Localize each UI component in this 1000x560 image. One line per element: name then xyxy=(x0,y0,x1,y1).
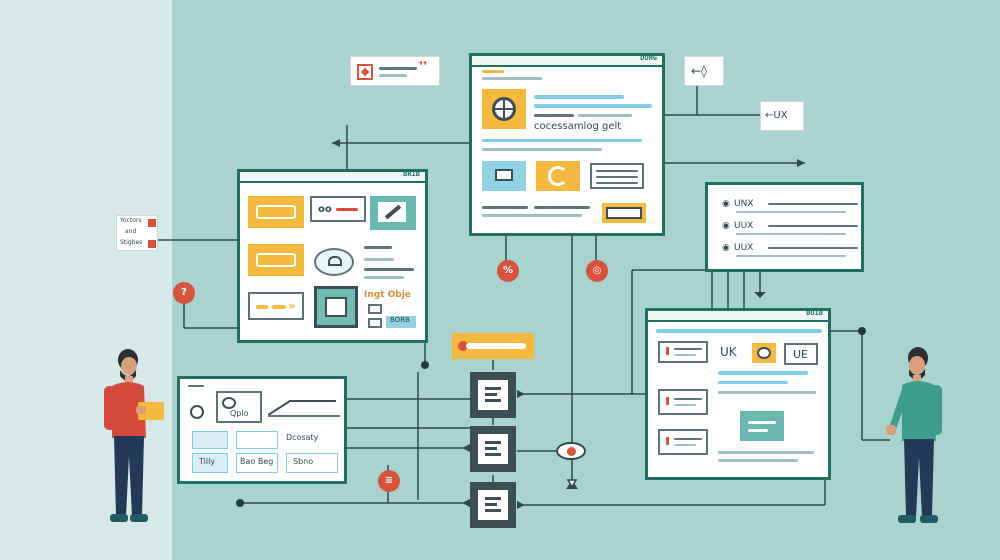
bottom-left-window: Qplo Dcosaty Tilly Bao Beg Sbno xyxy=(177,376,347,484)
main-window-title: DUHG xyxy=(640,54,657,62)
list-item[interactable]: ◉ UUX xyxy=(722,243,858,265)
pin-icon: ◉ xyxy=(722,221,730,231)
preview-card[interactable] xyxy=(740,411,784,441)
pin-icon: ◉ xyxy=(722,243,730,253)
back-arrow-icon: ←UX xyxy=(765,110,788,121)
settings-icon[interactable] xyxy=(190,405,204,419)
back-tag-2[interactable]: ←UX xyxy=(760,101,804,131)
main-heading: cocessamlog gelt xyxy=(534,121,622,132)
person-right-illustration xyxy=(886,347,942,523)
node-dot xyxy=(858,327,866,335)
node-dot xyxy=(421,361,429,369)
side-note: Yoctors and Stigbes xyxy=(116,215,158,251)
code-card[interactable]: oo xyxy=(310,196,366,222)
flag-icon xyxy=(357,64,373,80)
cell-e[interactable]: Bao Beg xyxy=(236,453,278,473)
cell-b[interactable] xyxy=(236,431,278,449)
pin-icon: ◉ xyxy=(722,199,730,209)
percent-icon[interactable]: % xyxy=(497,260,519,282)
node-dot xyxy=(236,499,244,507)
note-marks: ❜❜ xyxy=(419,59,428,73)
ticket-card[interactable] xyxy=(248,196,304,228)
row-card-2[interactable] xyxy=(658,389,708,415)
right-window: BOIB UK UE xyxy=(645,308,831,480)
checkbox-1[interactable] xyxy=(368,304,382,314)
cell-d[interactable]: Tilly xyxy=(192,453,228,473)
list-item[interactable]: ◉ UUX xyxy=(722,221,858,243)
list-item[interactable]: ◉ UNX xyxy=(722,199,858,221)
rotate-icon xyxy=(536,161,580,191)
left-panel-background xyxy=(0,0,172,560)
chat-icon xyxy=(482,161,526,191)
person-left-illustration xyxy=(104,349,164,522)
back-tag-1[interactable]: ←◊ xyxy=(684,56,724,86)
document-block-2[interactable] xyxy=(470,426,516,472)
row-card-1[interactable] xyxy=(658,341,708,363)
globe-icon xyxy=(482,89,526,129)
cell-a[interactable] xyxy=(192,431,228,449)
cell-f[interactable]: Sbno xyxy=(286,453,338,473)
badge-ue-card[interactable]: UE xyxy=(784,343,818,365)
document-block-3[interactable] xyxy=(470,482,516,528)
small-tag: BORB xyxy=(386,316,416,328)
eye-icon[interactable] xyxy=(556,442,586,460)
back-arrow-icon: ←◊ xyxy=(691,64,707,78)
database-icon[interactable]: ≡ xyxy=(378,470,400,492)
progress-bar[interactable] xyxy=(452,333,534,359)
fast-forward-card[interactable]: » xyxy=(248,292,304,320)
right-window-title: BOIB xyxy=(806,309,823,317)
document-icon[interactable] xyxy=(314,286,358,328)
input-card[interactable]: Qplo xyxy=(216,391,262,423)
chevron-right-icon: » xyxy=(288,299,296,313)
trend-line xyxy=(268,400,336,416)
cell-c: Dcosaty xyxy=(286,433,319,442)
grid-block xyxy=(590,163,644,189)
code-text: oo xyxy=(318,204,332,215)
object-label: Ingt Obje xyxy=(364,290,411,300)
top-note-card: ❜❜ xyxy=(350,56,440,86)
layers-icon[interactable] xyxy=(752,343,776,363)
signal-card[interactable] xyxy=(602,203,646,223)
left-window-title: BRIB xyxy=(403,170,420,178)
left-window: BRIB oo » Ingt Obje BORB xyxy=(237,169,428,343)
list-window: ◉ UNX ◉ UUX ◉ UUX xyxy=(705,182,864,272)
checkbox-2[interactable] xyxy=(368,318,382,328)
document-block-1[interactable] xyxy=(470,372,516,418)
ticket-card-2[interactable] xyxy=(248,244,304,276)
main-window: DUHG cocessamlog gelt xyxy=(469,53,665,236)
question-icon[interactable]: ? xyxy=(173,282,195,304)
row-card-3[interactable] xyxy=(658,429,708,455)
badge-uk: UK xyxy=(720,345,737,359)
edit-icon[interactable] xyxy=(370,196,416,230)
lock-icon[interactable]: ◎ xyxy=(586,260,608,282)
cloud-icon xyxy=(314,248,354,276)
